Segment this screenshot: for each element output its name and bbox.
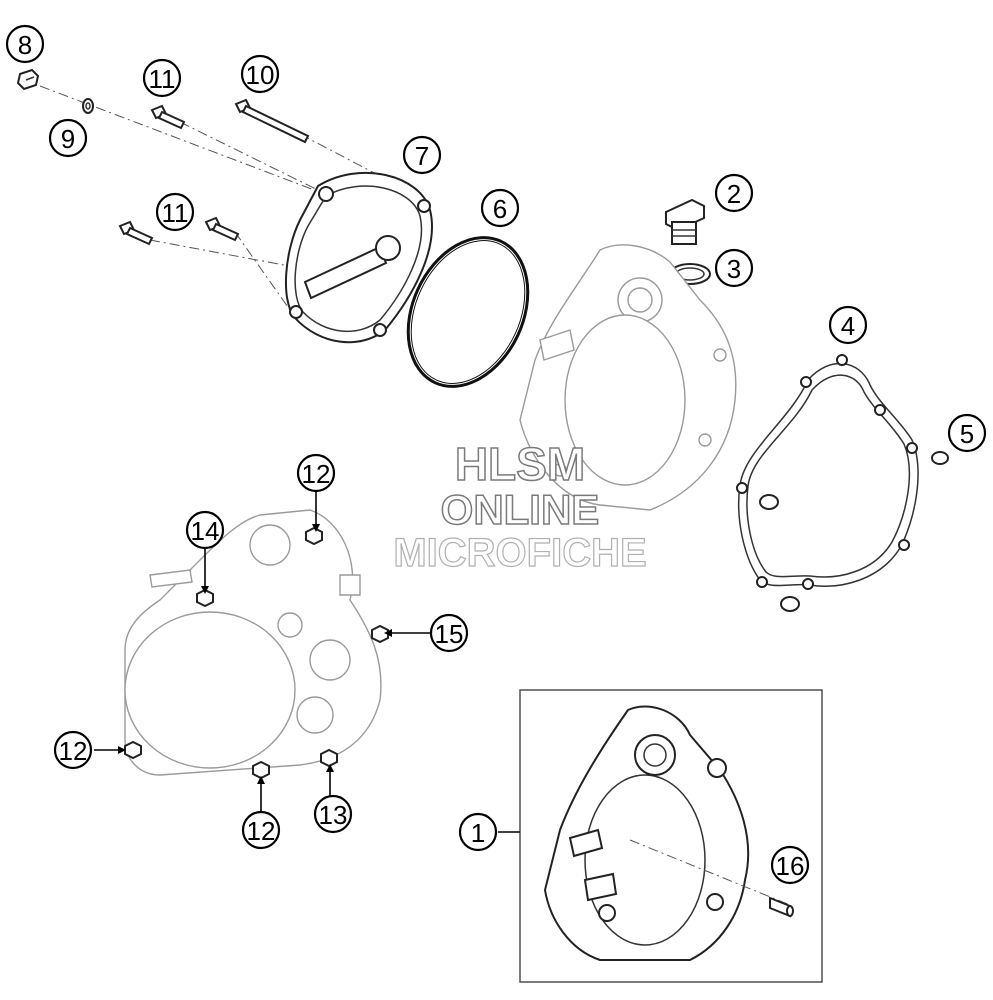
callout-2: 2	[714, 173, 754, 213]
svg-text:9: 9	[61, 124, 75, 154]
callout-9: 9	[48, 118, 88, 158]
part-11-bolt-lower-b	[204, 216, 240, 242]
part-8-screw	[16, 68, 40, 91]
callout-14: 14	[185, 510, 225, 550]
nut-12-bottom	[252, 760, 270, 780]
part-9-washer	[82, 98, 94, 114]
svg-text:12: 12	[59, 736, 88, 766]
watermark-line-3: MICROFICHE	[393, 531, 648, 576]
crankcase-left	[124, 509, 382, 776]
part-7-clutch-cover	[285, 172, 433, 344]
svg-text:3: 3	[727, 254, 741, 284]
nut-13	[320, 748, 338, 768]
svg-text:14: 14	[191, 516, 220, 546]
callout-12-bottom: 12	[241, 810, 281, 850]
callout-7: 7	[402, 135, 442, 175]
svg-text:16: 16	[776, 851, 805, 881]
svg-text:10: 10	[246, 60, 275, 90]
leader-arrowheads	[118, 524, 392, 784]
part-11-bolt-upper	[150, 104, 186, 130]
callout-5: 5	[947, 413, 987, 453]
callout-1: 1	[458, 812, 498, 852]
part-6-o-ring	[406, 236, 530, 388]
svg-text:7: 7	[415, 141, 429, 171]
callout-12-top: 12	[296, 453, 336, 493]
callout-13: 13	[313, 794, 353, 834]
callout-11-upper: 11	[142, 58, 182, 98]
callout-6: 6	[480, 188, 520, 228]
callout-16: 16	[770, 845, 810, 885]
callout-8: 8	[5, 24, 45, 64]
watermark-line-1: HLSM	[454, 438, 586, 490]
part-10-bolt-long	[234, 98, 310, 144]
part-11-bolt-lower-a	[118, 220, 154, 246]
svg-text:1: 1	[471, 818, 485, 848]
svg-text:4: 4	[841, 311, 855, 341]
svg-text:2: 2	[727, 179, 741, 209]
callout-15: 15	[429, 613, 469, 653]
svg-text:13: 13	[319, 800, 348, 830]
callout-3: 3	[714, 248, 754, 288]
watermark-line-2: ONLINE	[440, 486, 600, 534]
part-2-filler-plug	[665, 198, 705, 245]
nut-15	[371, 624, 389, 644]
part-4-gasket	[736, 354, 919, 612]
svg-text:12: 12	[247, 816, 276, 846]
svg-text:5: 5	[960, 419, 974, 449]
crankcase-cover-upper	[519, 244, 737, 511]
callout-10: 10	[240, 54, 280, 94]
callout-4: 4	[828, 305, 868, 345]
svg-text:6: 6	[493, 194, 507, 224]
nut-12-top	[305, 526, 323, 546]
watermark: HLSM ONLINE MICROFICHE	[360, 438, 680, 576]
svg-text:8: 8	[18, 30, 32, 60]
callout-12-left: 12	[53, 730, 93, 770]
nut-12-left	[124, 740, 142, 760]
svg-text:12: 12	[302, 459, 331, 489]
assembly-lines-top	[39, 85, 381, 311]
svg-text:11: 11	[149, 64, 176, 94]
svg-text:15: 15	[435, 619, 464, 649]
svg-text:11: 11	[162, 198, 189, 228]
part-5-dowel	[931, 451, 949, 465]
detail-box-part-1	[519, 689, 823, 983]
callout-11-lower: 11	[155, 192, 195, 232]
